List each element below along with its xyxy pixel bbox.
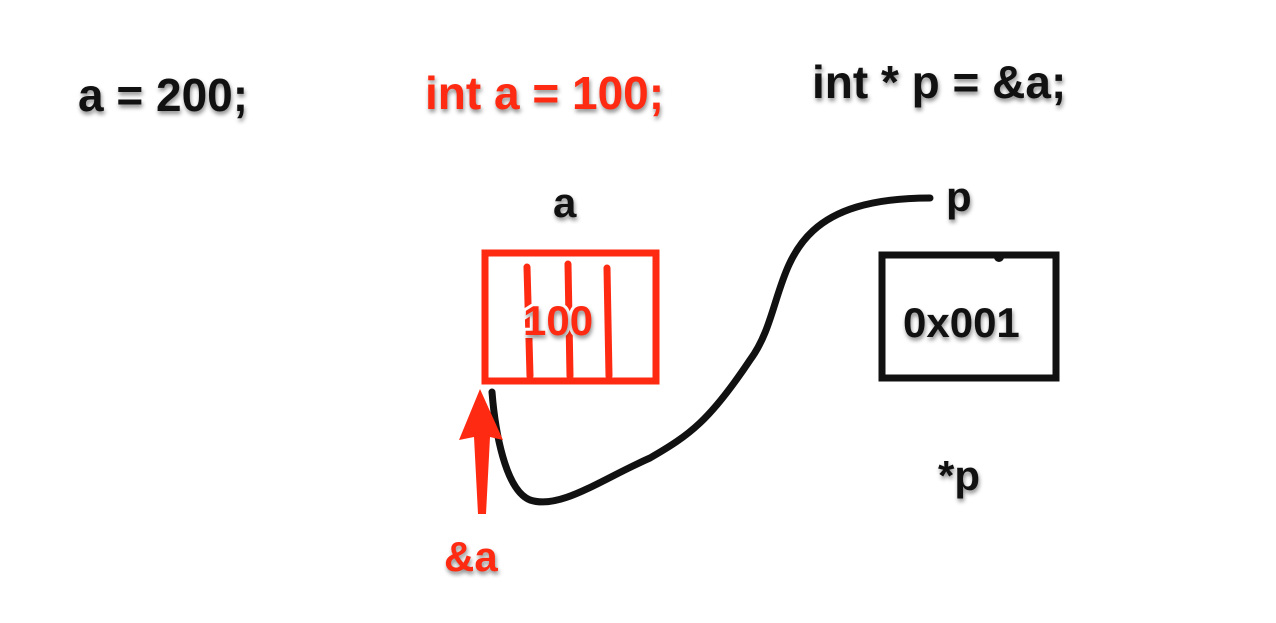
code-declare-pointer-p: int * p = &a; [809,56,1069,108]
variable-a-value: 100 [520,297,596,345]
address-of-a-label: &a [441,533,501,581]
pointer-p-box [878,251,1060,382]
pointer-p-name: p [943,173,975,221]
memory-bar-1 [523,263,534,380]
pointer-p-dot [994,252,1004,262]
code-declare-int-a: int a = 100; [422,67,667,119]
memory-bar-2 [564,260,574,380]
pointer-deref-label: *p [935,452,983,500]
pointer-p-value: 0x001 [900,299,1023,347]
code-assign-a: a = 200; [75,69,251,121]
memory-bar-3 [603,264,613,380]
pointer-curve [488,194,934,506]
variable-a-name: a [550,179,579,227]
variable-a-box [481,249,660,385]
address-arrow [459,389,503,514]
